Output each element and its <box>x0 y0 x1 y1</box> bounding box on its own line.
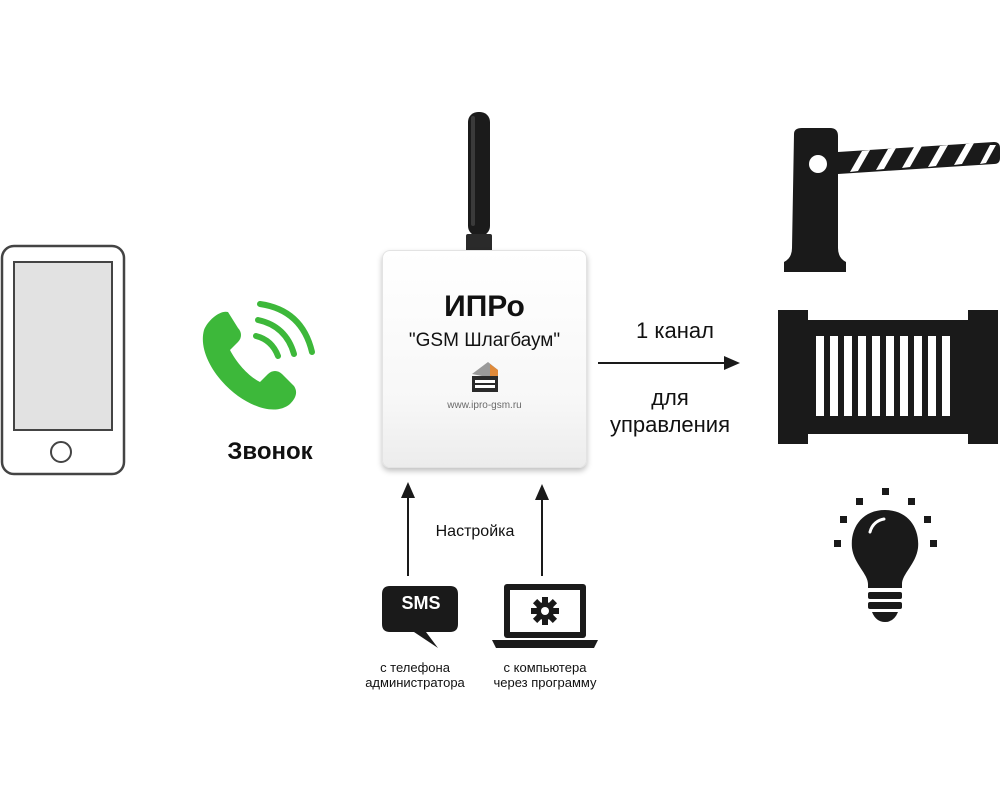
sms-badge-text: SMS <box>401 593 441 613</box>
sms-caption: с телефона администратора <box>345 660 485 690</box>
sms-setup-arrow <box>398 482 418 576</box>
sms-caption-line2: администратора <box>365 675 465 690</box>
device-title: ИПРо <box>444 290 525 323</box>
antenna-icon <box>462 112 496 254</box>
computer-caption-line2: через программу <box>493 675 597 690</box>
control-label: для управления <box>590 384 750 438</box>
barrier-gate-icon <box>780 128 1000 274</box>
settings-label: Настройка <box>435 523 515 540</box>
control-label-line1: для <box>651 385 689 410</box>
sms-caption-line1: с телефона <box>380 660 450 675</box>
device-logo-icon <box>468 360 502 398</box>
output-arrow <box>598 353 742 373</box>
device-subtitle: "GSM Шлагбаум" <box>408 330 561 351</box>
channel-label: 1 канал <box>636 318 714 343</box>
light-bulb-icon <box>830 488 940 628</box>
device-url: www.ipro-gsm.ru <box>447 400 522 411</box>
computer-caption: с компьютера через программу <box>480 660 610 690</box>
sliding-gate-icon <box>776 308 1000 446</box>
smartphone-icon <box>0 244 128 476</box>
computer-setup-arrow <box>532 484 552 576</box>
gsm-device: ИПРо "GSM Шлагбаум" www.ipro-gsm.ru <box>382 250 587 468</box>
call-label: Звонок <box>227 438 313 465</box>
phone-call-icon <box>198 300 318 418</box>
laptop-settings-icon <box>490 582 600 650</box>
computer-caption-line1: с компьютера <box>503 660 587 675</box>
control-label-line2: управления <box>610 412 730 437</box>
